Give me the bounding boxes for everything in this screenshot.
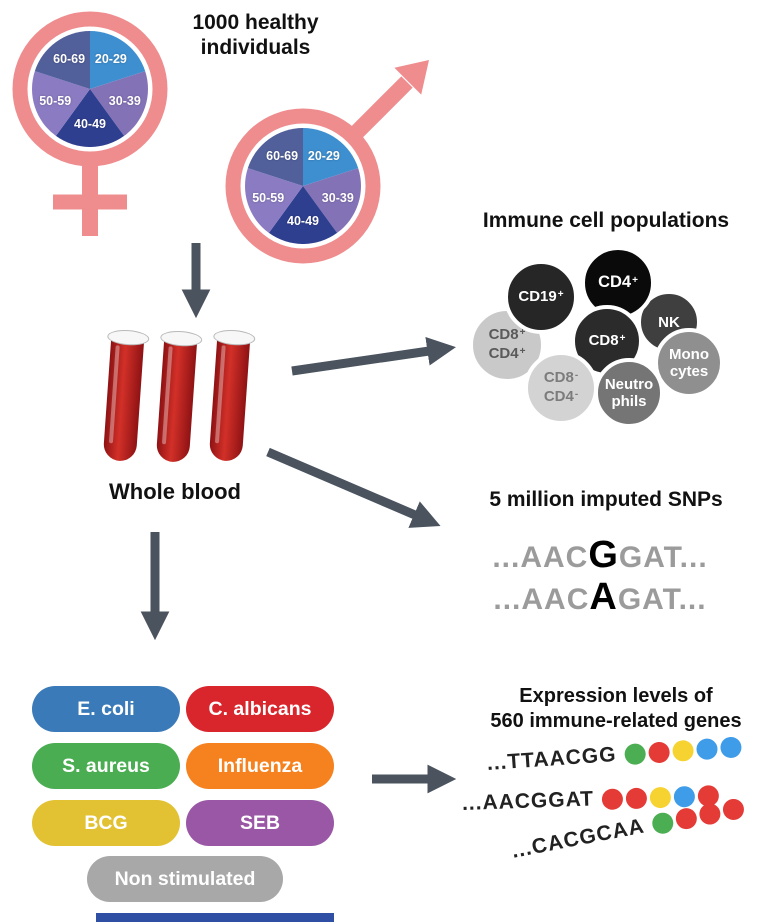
- cell-neutrophils: Neutro phils: [594, 358, 664, 428]
- female-symbol: [12, 11, 168, 236]
- stimulus-e-coli: E. coli: [32, 686, 180, 732]
- cell-label-line1: CD8: [588, 331, 619, 349]
- stimulus-label: S. aureus: [62, 754, 150, 777]
- pie-wedge-20-29: [90, 31, 146, 89]
- snp-variant-allele: A: [589, 576, 618, 618]
- cropped-blue-bar: [96, 913, 334, 922]
- cell-label-line2: cytes: [669, 363, 709, 380]
- snp-sequence-row: ...AACAGAT...: [420, 576, 771, 619]
- gene-sequence: ...CACGCAA: [509, 814, 647, 863]
- cell-monocytes: Mono cytes: [654, 328, 724, 398]
- expression-dot: [623, 742, 647, 765]
- pie-wedge-30-39: [90, 71, 148, 136]
- snp-sequence-row: ...AACGGAT...: [420, 534, 771, 577]
- snp-suffix: GAT...: [617, 583, 707, 616]
- expression-dot: [647, 740, 671, 764]
- snps-heading: 5 million imputed SNPs: [489, 488, 723, 511]
- pie-wedge-20-29: [303, 128, 359, 186]
- cell-superscript: -: [574, 389, 579, 400]
- cell-superscript: +: [519, 327, 526, 338]
- cell-label-line2: CD4: [543, 388, 574, 405]
- stimulus-label: Non stimulated: [114, 867, 256, 890]
- pie-wedge-30-39: [303, 168, 361, 233]
- cell-cd8neg-cd4neg: CD8- CD4-: [524, 351, 598, 425]
- whole-blood-label: Whole blood: [109, 479, 241, 504]
- tube-blood: [102, 335, 145, 462]
- stimulus-non-stimulated: Non stimulated: [87, 856, 283, 902]
- pie-wedge-40-49: [268, 186, 338, 244]
- figure-title: 1000 healthy individuals: [192, 11, 319, 59]
- cell-superscript: +: [632, 274, 638, 286]
- immune-populations-heading: Immune cell populations: [482, 209, 730, 232]
- stimulus-label: C. albicans: [208, 697, 312, 720]
- male-ring: [225, 108, 381, 264]
- expression-dot: [720, 796, 746, 822]
- pie-wedge-60-69: [34, 31, 90, 89]
- expression-dot: [671, 739, 694, 762]
- expression-dot: [650, 810, 675, 836]
- expression-dot: [695, 737, 718, 760]
- tube-blood: [208, 335, 251, 462]
- cell-label-line2: CD4: [488, 345, 519, 362]
- snp-variant-allele: G: [588, 534, 619, 576]
- expression-dot: [625, 787, 648, 809]
- blood-tube: [97, 328, 151, 470]
- cell-cd19: CD19+: [504, 260, 578, 334]
- cell-label-line1: CD19: [518, 287, 557, 305]
- female-age-pie: [32, 31, 148, 147]
- stimulus-s-aureus: S. aureus: [32, 743, 180, 789]
- cell-superscript: -: [574, 370, 579, 381]
- arrow-blood-to-cells: [291, 336, 456, 376]
- pie-wedge-50-59: [245, 168, 303, 233]
- blood-tube: [203, 328, 257, 470]
- cell-superscript: +: [557, 288, 564, 300]
- cell-label-line1: NK: [658, 313, 680, 331]
- expression-heading: Expression levels of 560 immune-related …: [462, 684, 770, 734]
- gene-sequence: ...AACGGAT: [461, 787, 595, 815]
- cell-label-line1: CD8: [488, 326, 519, 343]
- blood-tube: [150, 329, 204, 471]
- cell-superscript: +: [519, 346, 526, 357]
- expression-dot: [719, 735, 742, 759]
- snp-suffix: GAT...: [618, 541, 708, 574]
- snp-prefix: ...AAC: [493, 583, 590, 616]
- cell-label-line1: CD4: [598, 272, 632, 291]
- cell-label-line1: Neutro: [604, 376, 654, 393]
- stimulus-label: Influenza: [217, 754, 303, 777]
- gene-sequence: ...TTAACGG: [486, 742, 618, 775]
- male-arrow-head: [394, 60, 429, 95]
- pie-wedge-50-59: [32, 71, 90, 136]
- expression-dot: [601, 787, 624, 810]
- cell-superscript: +: [619, 332, 626, 344]
- snp-prefix: ...AAC: [492, 541, 589, 574]
- cell-label-line2: phils: [611, 393, 647, 410]
- cell-label-line1: CD8: [543, 369, 574, 386]
- expression-heading-line1: Expression levels of: [519, 685, 713, 707]
- expression-row: ...TTAACGG: [486, 734, 742, 776]
- stimulus-label: SEB: [239, 811, 281, 834]
- male-symbol: [225, 60, 429, 264]
- stimulus-seb: SEB: [186, 800, 334, 846]
- stimulus-influenza: Influenza: [186, 743, 334, 789]
- pie-wedge-60-69: [247, 128, 303, 186]
- pie-wedge-40-49: [55, 89, 125, 147]
- expression-heading-line2: 560 immune-related genes: [490, 710, 742, 732]
- arrow-blood-to-snps: [266, 447, 441, 528]
- stimulus-c-albicans: C. albicans: [186, 686, 334, 732]
- stimulus-bcg: BCG: [32, 800, 180, 846]
- cell-label-line1: Mono: [669, 346, 709, 363]
- expression-dot: [649, 786, 672, 808]
- expression-dot: [673, 805, 699, 831]
- stimulus-label: BCG: [84, 811, 128, 834]
- male-age-pie: [245, 128, 361, 244]
- male-arrow-shaft: [347, 76, 413, 142]
- tube-blood: [155, 336, 198, 463]
- expression-dot: [697, 801, 722, 826]
- stimulus-label: E. coli: [77, 697, 135, 720]
